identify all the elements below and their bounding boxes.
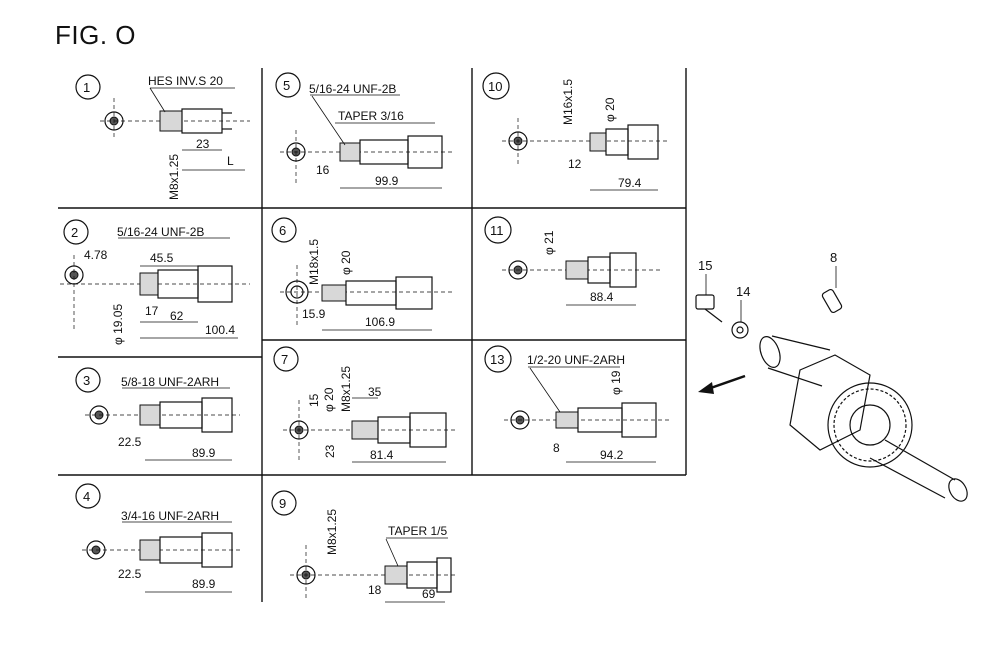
label-dim-814: 81.4 [370, 448, 394, 462]
label-dim-18: 18 [368, 583, 382, 597]
label-dim-15: 15 [307, 393, 321, 407]
label-dim-225: 22.5 [118, 435, 142, 449]
panel-3: 3 5/8-18 UNF-2ARH 22.5 89.9 [75, 367, 240, 461]
label-m8b: M8x1.25 [325, 509, 339, 555]
panel-number-6: 6 [279, 223, 286, 238]
callout-14: 14 [736, 284, 750, 299]
label-taper-15: TAPER 1/5 [388, 524, 447, 538]
panel-11: 11 φ 21 88.4 [484, 216, 660, 306]
panel-5: 5 5/16-24 UNF-2B TAPER 3/16 16 99.9 [275, 72, 455, 189]
label-dim-69: 69 [422, 587, 436, 601]
label-dia-21: φ 21 [542, 230, 556, 255]
label-dia-20b: φ 20 [322, 387, 336, 412]
panel-6: 6 M18x1.5 φ 20 15.9 106.9 [271, 217, 455, 331]
label-dia-19: φ 19 [609, 370, 623, 395]
label-thread-unf: 5/16-24 UNF-2B [117, 225, 204, 239]
label-dim-1069: 106.9 [365, 315, 395, 329]
crankshaft-illustration: 15 14 8 [695, 250, 968, 502]
label-thread-12: 1/2-20 UNF-2ARH [527, 353, 625, 367]
label-dim-23: 23 [196, 137, 210, 151]
label-thread-58: 5/8-18 UNF-2ARH [121, 375, 219, 389]
label-dim-455: 45.5 [150, 251, 174, 265]
label-dim-999: 99.9 [375, 174, 399, 188]
label-dim-884: 88.4 [590, 290, 614, 304]
label-dim-l: L [227, 154, 234, 168]
label-dim-16: 16 [316, 163, 330, 177]
panel-number-11: 11 [490, 223, 504, 238]
panel-4: 4 3/4-16 UNF-2ARH 22.5 89.9 [75, 483, 240, 593]
panel-number-7: 7 [281, 352, 288, 367]
label-thread-516: 5/16-24 UNF-2B [309, 82, 396, 96]
label-m8: M8x1.25 [339, 366, 353, 412]
label-dim-62: 62 [170, 309, 184, 323]
label-dim-8: 8 [553, 441, 560, 455]
label-dim-225b: 22.5 [118, 567, 142, 581]
panel-number-5: 5 [283, 78, 290, 93]
label-dia-1905: φ 19.05 [111, 304, 125, 345]
label-dim-794: 79.4 [618, 176, 642, 190]
label-m18: M18x1.5 [307, 239, 321, 285]
panel-1: 1 HES INV.S 20 M8x1.25 23 L [75, 74, 250, 200]
label-dim-899b: 89.9 [192, 577, 216, 591]
label-dim-159: 15.9 [302, 307, 326, 321]
label-hes-inv: HES INV.S 20 [148, 74, 223, 88]
label-dia-20: φ 20 [339, 250, 353, 275]
figure-title: FIG. O [55, 20, 136, 50]
label-thread: M8x1.25 [167, 154, 181, 200]
panel-number-4: 4 [83, 489, 90, 504]
label-dim-942: 94.2 [600, 448, 624, 462]
panel-7: 7 φ 20 M8x1.25 35 15 23 81.4 [273, 346, 455, 463]
label-dim-12: 12 [568, 157, 582, 171]
panel-number-10: 10 [488, 79, 502, 94]
panel-2: 2 5/16-24 UNF-2B 4.78 45.5 φ 19.05 17 62… [60, 219, 250, 345]
label-thread-34: 3/4-16 UNF-2ARH [121, 509, 219, 523]
callout-8: 8 [830, 250, 837, 265]
panel-grid [58, 68, 687, 602]
label-dim-23b: 23 [323, 444, 337, 458]
label-dia-20c: φ 20 [603, 97, 617, 122]
label-taper-316: TAPER 3/16 [338, 109, 404, 123]
panel-number-3: 3 [83, 373, 90, 388]
arrow-left-icon [698, 382, 714, 394]
panel-10: 10 M16x1.5 φ 20 12 79.4 [482, 72, 670, 191]
label-dim-35: 35 [368, 385, 382, 399]
panel-number-13: 13 [490, 352, 504, 367]
label-dim-17: 17 [145, 304, 159, 318]
label-dim-899: 89.9 [192, 446, 216, 460]
panel-number-1: 1 [83, 80, 90, 95]
panel-number-9: 9 [279, 496, 286, 511]
panel-number-2: 2 [71, 225, 78, 240]
label-dim-1004: 100.4 [205, 323, 235, 337]
panel-9: 9 M8x1.25 TAPER 1/5 18 69 [271, 490, 455, 603]
label-dim-478: 4.78 [84, 248, 108, 262]
label-m16: M16x1.5 [561, 79, 575, 125]
callout-15: 15 [698, 258, 712, 273]
panel-13: 13 1/2-20 UNF-2ARH φ 19 8 94.2 [484, 345, 670, 463]
